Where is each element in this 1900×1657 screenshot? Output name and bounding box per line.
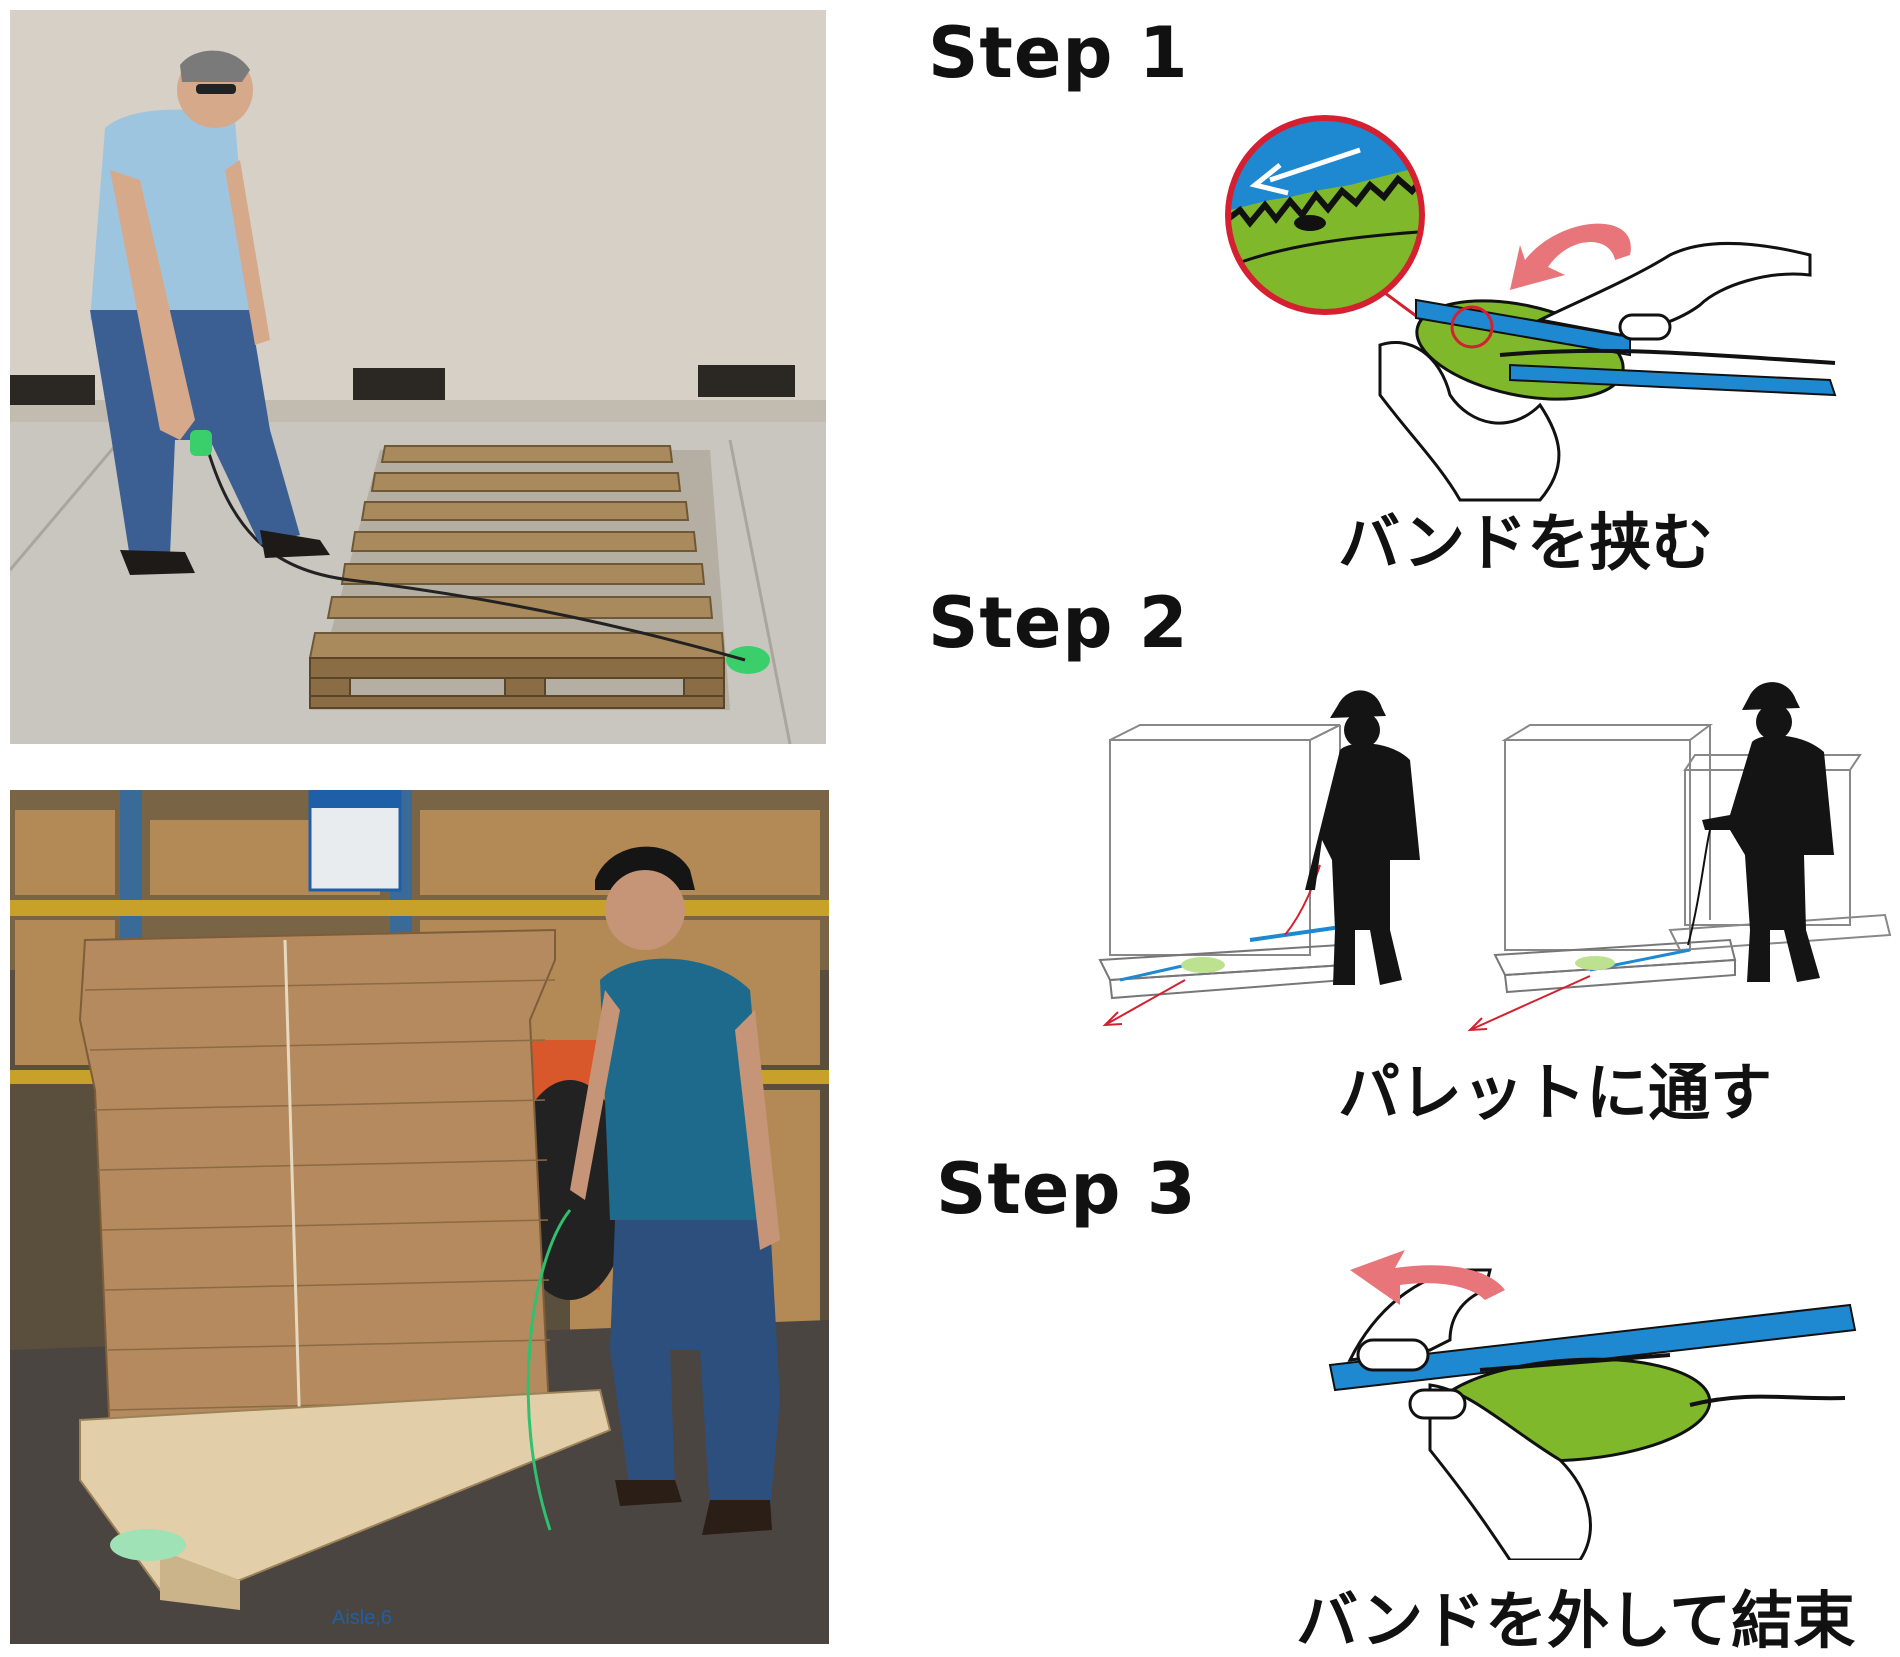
- photo-bottom-scene: [10, 790, 829, 1644]
- worker-figure-top: [90, 50, 330, 575]
- aisle-sign-label: Aisle,6: [331, 1607, 393, 1629]
- step-3-title: Step 3: [936, 1148, 1197, 1230]
- step-1-illustration-insert-band: [1225, 115, 1837, 502]
- step-2-illustration-thread-pallet: [1098, 682, 1892, 1032]
- worker-figure-bottom: [570, 846, 780, 1535]
- release-arrow: [1350, 1250, 1505, 1305]
- rotate-arrow: [1510, 223, 1631, 290]
- step-3-caption: バンドを外して結束: [1296, 1584, 1856, 1657]
- scene-left: [1098, 690, 1420, 1027]
- step-3-illustration-release-band: [1328, 1250, 1857, 1560]
- step-2-caption: パレットに通す: [1338, 1056, 1773, 1129]
- photo-worker-strapping-loaded-pallet: Aisle,6: [10, 790, 829, 1644]
- scene-right: [1467, 682, 1892, 1032]
- band-blue-release: [1328, 1303, 1857, 1392]
- step-1-title: Step 1: [928, 12, 1189, 94]
- photo-worker-threading-band-under-empty-pallet: [10, 10, 826, 744]
- step-1-caption: バンドを挟む: [1338, 506, 1714, 579]
- step-2-title: Step 2: [928, 582, 1189, 664]
- photo-top-scene: [10, 10, 826, 744]
